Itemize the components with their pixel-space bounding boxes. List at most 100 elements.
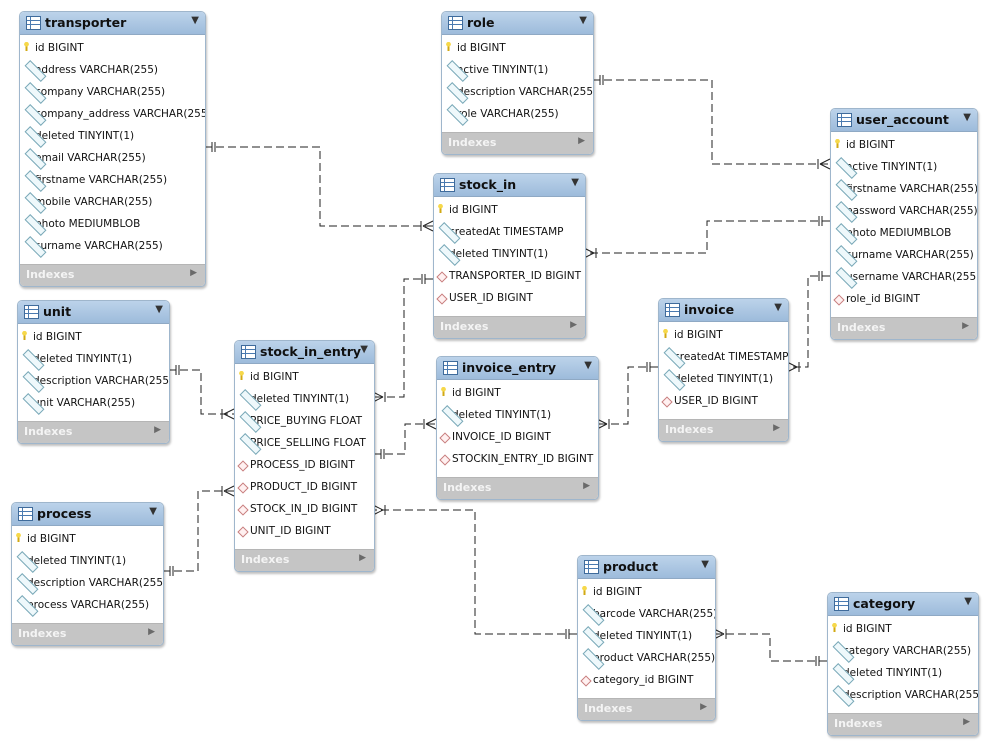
- column-row[interactable]: username VARCHAR(255): [831, 266, 977, 289]
- indexes-section[interactable]: Indexes▶: [437, 477, 598, 499]
- relationship-line[interactable]: [162, 490, 234, 572]
- column-row[interactable]: id BIGINT: [20, 37, 205, 59]
- table-header[interactable]: invoice▼: [659, 299, 788, 322]
- column-row[interactable]: description VARCHAR(255): [12, 572, 163, 595]
- indexes-section[interactable]: Indexes▶: [659, 419, 788, 441]
- column-row[interactable]: deleted TINYINT(1): [20, 125, 205, 148]
- column-row[interactable]: unit VARCHAR(255): [18, 392, 169, 415]
- column-row[interactable]: PRICE_BUYING FLOAT: [235, 410, 374, 433]
- column-row[interactable]: deleted TINYINT(1): [578, 625, 715, 648]
- expand-arrow-icon[interactable]: ▶: [570, 320, 577, 330]
- column-row[interactable]: STOCKIN_ENTRY_ID BIGINT: [437, 448, 598, 470]
- column-row[interactable]: role VARCHAR(255): [442, 103, 593, 126]
- column-row[interactable]: surname VARCHAR(255): [831, 244, 977, 267]
- column-row[interactable]: process VARCHAR(255): [12, 594, 163, 617]
- column-row[interactable]: firstname VARCHAR(255): [831, 178, 977, 201]
- expand-arrow-icon[interactable]: ▶: [190, 268, 197, 278]
- table-header[interactable]: stock_in_entry▼: [235, 341, 374, 364]
- collapse-arrow-icon[interactable]: ▼: [149, 506, 157, 517]
- table-header[interactable]: invoice_entry▼: [437, 357, 598, 380]
- relationship-line[interactable]: [714, 633, 827, 662]
- expand-arrow-icon[interactable]: ▶: [962, 321, 969, 331]
- expand-arrow-icon[interactable]: ▶: [963, 717, 970, 727]
- column-row[interactable]: id BIGINT: [437, 382, 598, 404]
- collapse-arrow-icon[interactable]: ▼: [360, 344, 368, 355]
- column-row[interactable]: photo MEDIUMBLOB: [831, 222, 977, 245]
- column-row[interactable]: UNIT_ID BIGINT: [235, 520, 374, 542]
- column-row[interactable]: id BIGINT: [18, 326, 169, 348]
- relationship-line[interactable]: [373, 509, 577, 635]
- expand-arrow-icon[interactable]: ▶: [700, 702, 707, 712]
- relationship-line[interactable]: [168, 369, 234, 415]
- collapse-arrow-icon[interactable]: ▼: [774, 302, 782, 313]
- collapse-arrow-icon[interactable]: ▼: [155, 304, 163, 315]
- table-header[interactable]: user_account▼: [831, 109, 977, 132]
- collapse-arrow-icon[interactable]: ▼: [571, 177, 579, 188]
- collapse-arrow-icon[interactable]: ▼: [963, 112, 971, 123]
- indexes-section[interactable]: Indexes▶: [442, 132, 593, 154]
- column-row[interactable]: createdAt TIMESTAMP: [434, 221, 585, 244]
- column-row[interactable]: active TINYINT(1): [442, 59, 593, 82]
- indexes-section[interactable]: Indexes▶: [831, 317, 977, 339]
- column-row[interactable]: id BIGINT: [12, 528, 163, 550]
- column-row[interactable]: category VARCHAR(255): [828, 640, 978, 663]
- column-row[interactable]: id BIGINT: [659, 324, 788, 346]
- indexes-section[interactable]: Indexes▶: [235, 549, 374, 571]
- indexes-section[interactable]: Indexes▶: [578, 698, 715, 720]
- column-row[interactable]: STOCK_IN_ID BIGINT: [235, 498, 374, 520]
- indexes-section[interactable]: Indexes▶: [18, 421, 169, 443]
- column-row[interactable]: id BIGINT: [828, 618, 978, 640]
- expand-arrow-icon[interactable]: ▶: [148, 627, 155, 637]
- column-row[interactable]: deleted TINYINT(1): [828, 662, 978, 685]
- column-row[interactable]: mobile VARCHAR(255): [20, 191, 205, 214]
- column-row[interactable]: PRODUCT_ID BIGINT: [235, 476, 374, 498]
- table-header[interactable]: process▼: [12, 503, 163, 526]
- column-row[interactable]: USER_ID BIGINT: [434, 287, 585, 309]
- column-row[interactable]: email VARCHAR(255): [20, 147, 205, 170]
- expand-arrow-icon[interactable]: ▶: [578, 136, 585, 146]
- expand-arrow-icon[interactable]: ▶: [583, 481, 590, 491]
- table-header[interactable]: transporter▼: [20, 12, 205, 35]
- relationship-line[interactable]: [204, 146, 433, 227]
- column-row[interactable]: password VARCHAR(255): [831, 200, 977, 223]
- relationship-line[interactable]: [373, 423, 436, 455]
- relationship-line[interactable]: [373, 278, 433, 398]
- column-row[interactable]: company_address VARCHAR(255): [20, 103, 205, 126]
- column-row[interactable]: deleted TINYINT(1): [235, 388, 374, 411]
- column-row[interactable]: deleted TINYINT(1): [18, 348, 169, 371]
- collapse-arrow-icon[interactable]: ▼: [579, 15, 587, 26]
- collapse-arrow-icon[interactable]: ▼: [964, 596, 972, 607]
- table-header[interactable]: product▼: [578, 556, 715, 579]
- expand-arrow-icon[interactable]: ▶: [359, 553, 366, 563]
- collapse-arrow-icon[interactable]: ▼: [584, 360, 592, 371]
- indexes-section[interactable]: Indexes▶: [434, 316, 585, 338]
- column-row[interactable]: firstname VARCHAR(255): [20, 169, 205, 192]
- column-row[interactable]: PROCESS_ID BIGINT: [235, 454, 374, 476]
- table-header[interactable]: stock_in▼: [434, 174, 585, 197]
- expand-arrow-icon[interactable]: ▶: [773, 423, 780, 433]
- column-row[interactable]: category_id BIGINT: [578, 669, 715, 691]
- column-row[interactable]: id BIGINT: [235, 366, 374, 388]
- collapse-arrow-icon[interactable]: ▼: [701, 559, 709, 570]
- column-row[interactable]: id BIGINT: [578, 581, 715, 603]
- table-header[interactable]: category▼: [828, 593, 978, 616]
- column-row[interactable]: description VARCHAR(255): [442, 81, 593, 104]
- column-row[interactable]: company VARCHAR(255): [20, 81, 205, 104]
- column-row[interactable]: deleted TINYINT(1): [434, 243, 585, 266]
- column-row[interactable]: createdAt TIMESTAMP: [659, 346, 788, 369]
- column-row[interactable]: id BIGINT: [442, 37, 593, 59]
- table-header[interactable]: unit▼: [18, 301, 169, 324]
- expand-arrow-icon[interactable]: ▶: [154, 425, 161, 435]
- collapse-arrow-icon[interactable]: ▼: [191, 15, 199, 26]
- relationship-line[interactable]: [787, 275, 830, 368]
